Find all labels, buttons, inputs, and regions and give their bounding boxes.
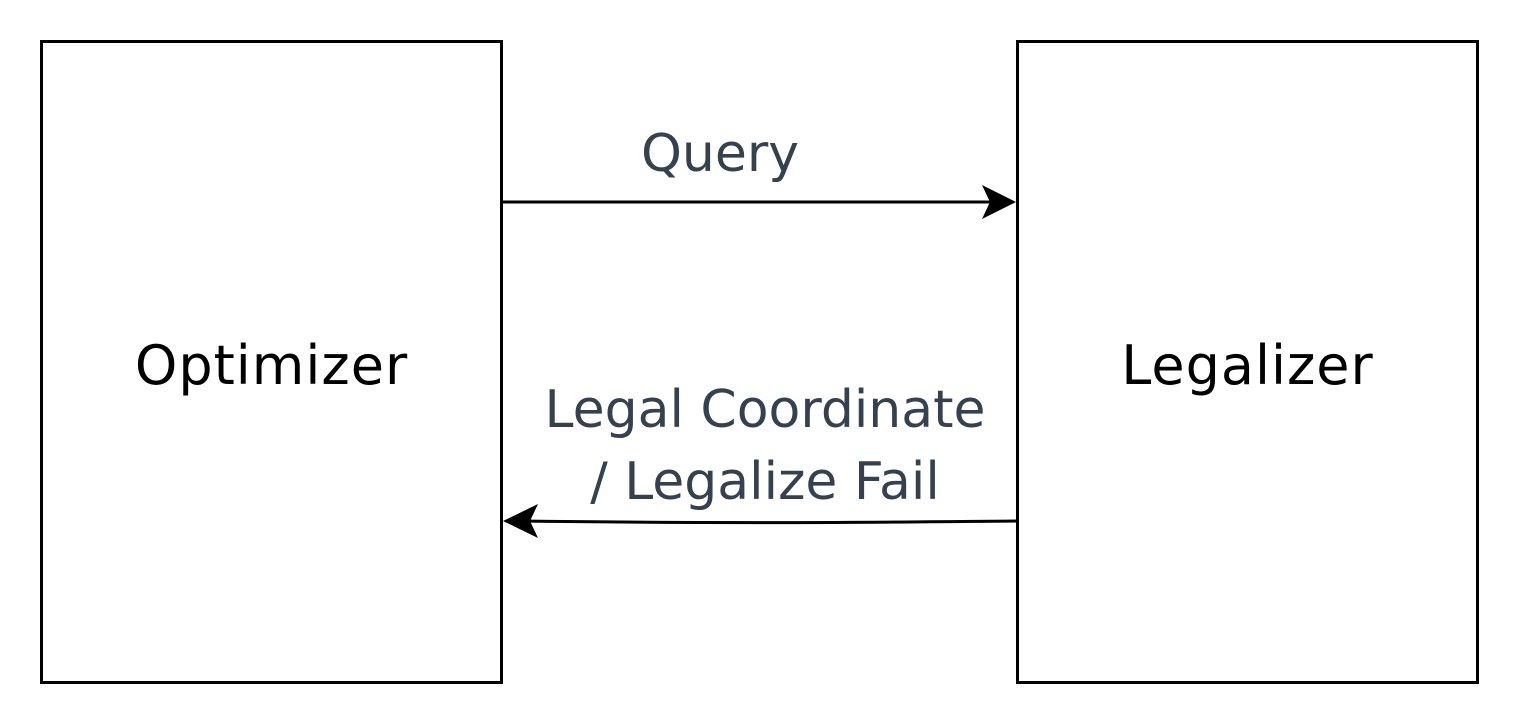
legalizer-label: Legalizer	[1121, 333, 1374, 397]
response-edge-label: Legal Coordinate / Legalize Fail	[505, 374, 1025, 518]
response-edge-label-line1: Legal Coordinate	[544, 380, 986, 440]
optimizer-label: Optimizer	[134, 333, 409, 397]
query-arrowhead-icon	[982, 185, 1016, 219]
response-arrow	[503, 504, 1017, 538]
legalizer-box: Legalizer	[1016, 40, 1479, 684]
query-arrow	[503, 185, 1016, 219]
optimizer-box: Optimizer	[40, 40, 503, 684]
response-edge-label-line2: / Legalize Fail	[590, 452, 940, 512]
query-edge-label: Query	[640, 124, 800, 184]
response-arrowhead-icon	[503, 504, 538, 538]
